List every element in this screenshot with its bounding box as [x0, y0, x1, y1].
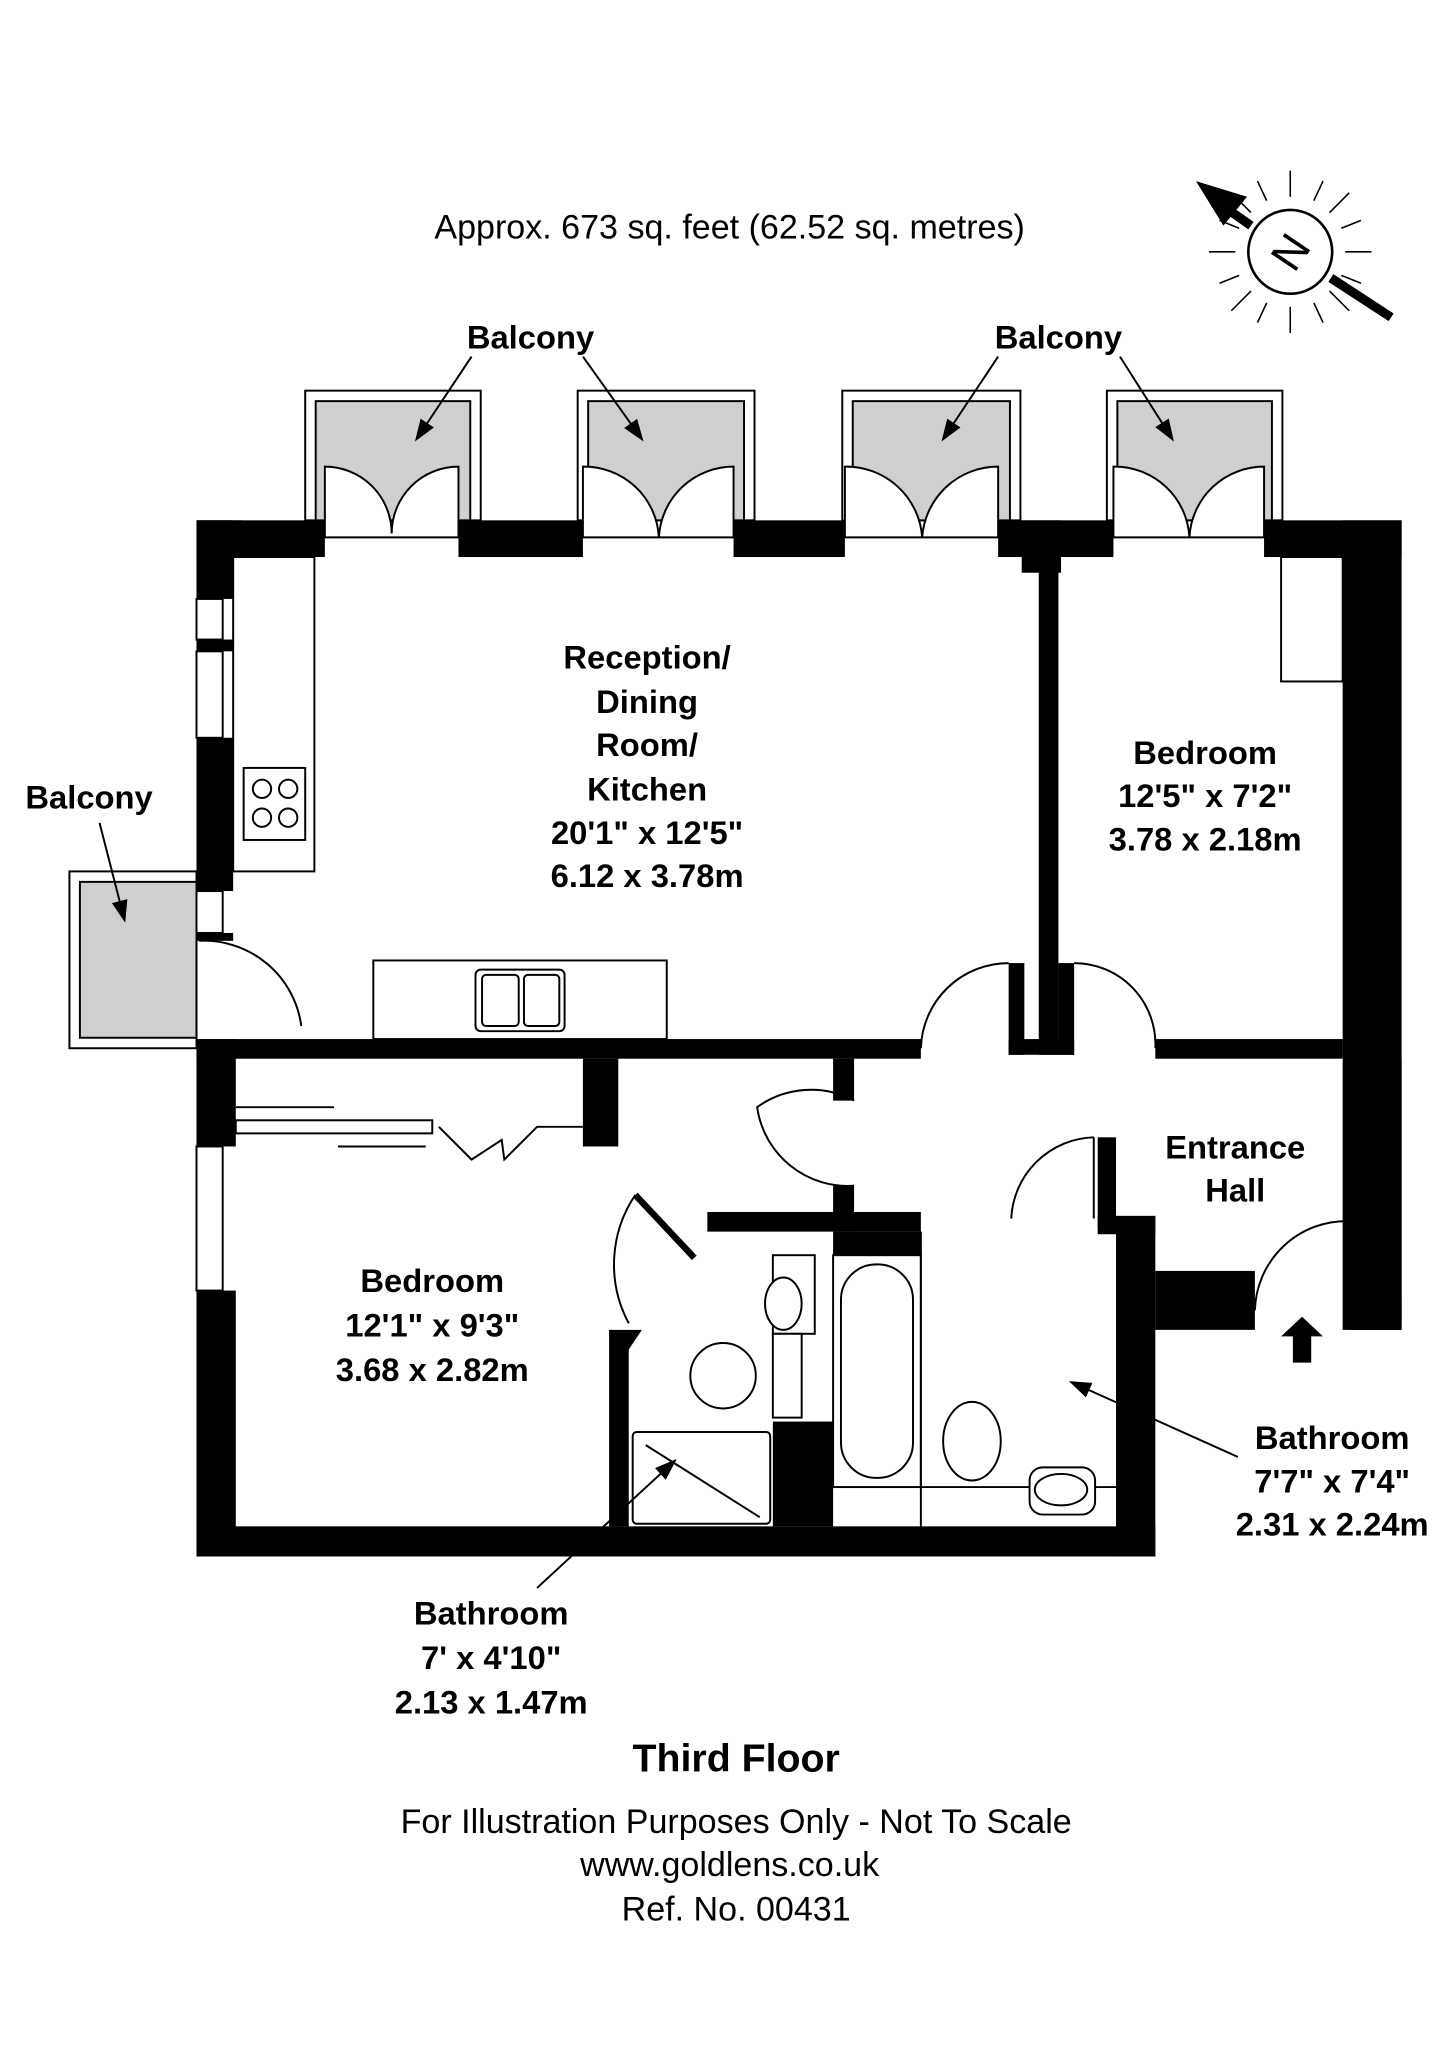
arrowhead-icon: [1155, 418, 1174, 442]
room-reception: Reception/ Dining Room/ Kitchen 20'1" x …: [551, 638, 744, 894]
svg-text:Bathroom: Bathroom: [1255, 1419, 1410, 1456]
svg-text:7'7" x 7'4": 7'7" x 7'4": [1254, 1462, 1410, 1499]
entrance-arrow-icon: [1281, 1316, 1324, 1363]
room-bedroom-right: Bedroom 12'5" x 7'2" 3.78 x 2.18m: [1109, 734, 1302, 857]
svg-text:Room/: Room/: [596, 726, 698, 763]
svg-text:2.31 x 2.24m: 2.31 x 2.24m: [1236, 1506, 1429, 1543]
fixtures: [232, 556, 1344, 1527]
room-bedroom-left: Bedroom 12'1" x 9'3" 3.68 x 2.82m: [336, 1262, 529, 1388]
balcony-doors: [323, 465, 1266, 539]
arrowhead-icon: [414, 418, 434, 442]
svg-text:Kitchen: Kitchen: [587, 771, 707, 808]
arrowhead-icon: [655, 1458, 677, 1480]
svg-text:Bathroom: Bathroom: [414, 1595, 569, 1632]
svg-text:3.68 x 2.82m: 3.68 x 2.82m: [336, 1351, 529, 1388]
svg-text:Reception/: Reception/: [563, 638, 730, 675]
room-entrance-hall: Entrance Hall: [1165, 1128, 1305, 1208]
disclaimer: For Illustration Purposes Only - Not To …: [401, 1803, 1072, 1841]
balcony-label: Balcony: [995, 319, 1123, 356]
floor-title: Third Floor: [633, 1736, 840, 1780]
svg-text:3.78 x 2.18m: 3.78 x 2.18m: [1109, 820, 1302, 857]
svg-text:Entrance: Entrance: [1165, 1128, 1305, 1165]
room-bathroom-ensuite: Bathroom 7' x 4'10" 2.13 x 1.47m: [395, 1595, 588, 1721]
pointer-line: [1071, 1381, 1239, 1458]
svg-text:2.13 x 1.47m: 2.13 x 1.47m: [395, 1684, 588, 1721]
label-pointers: [98, 356, 1239, 1589]
balcony-label: Balcony: [25, 779, 153, 816]
doors: [199, 939, 1351, 1324]
website-link[interactable]: www.goldlens.co.uk: [579, 1846, 880, 1884]
svg-text:Bedroom: Bedroom: [360, 1262, 504, 1299]
pointer-line: [536, 1460, 676, 1589]
svg-text:20'1" x 12'5": 20'1" x 12'5": [551, 814, 743, 851]
svg-text:6.12 x 3.78m: 6.12 x 3.78m: [551, 857, 744, 894]
room-bathroom-right: Bathroom 7'7" x 7'4" 2.31 x 2.24m: [1236, 1419, 1429, 1542]
svg-text:Bedroom: Bedroom: [1133, 734, 1277, 771]
north-compass-icon: N: [1195, 170, 1394, 334]
area-text: Approx. 673 sq. feet (62.52 sq. metres): [434, 209, 1024, 247]
hob-icon: [242, 766, 307, 841]
svg-text:Hall: Hall: [1205, 1171, 1265, 1208]
walls: [195, 520, 1402, 1557]
arrowhead-icon: [624, 418, 644, 442]
svg-text:Dining: Dining: [596, 683, 698, 720]
arrowhead-icon: [111, 899, 128, 923]
arrowhead-icon: [941, 418, 961, 442]
svg-text:12'1" x 9'3": 12'1" x 9'3": [345, 1306, 519, 1343]
balcony-label: Balcony: [467, 319, 595, 356]
svg-text:12'5" x 7'2": 12'5" x 7'2": [1118, 777, 1292, 814]
arrowhead-icon: [1068, 1381, 1093, 1398]
svg-text:7' x 4'10": 7' x 4'10": [421, 1639, 561, 1676]
balcony-left: [68, 870, 198, 1050]
reference-number: Ref. No. 00431: [622, 1891, 851, 1929]
